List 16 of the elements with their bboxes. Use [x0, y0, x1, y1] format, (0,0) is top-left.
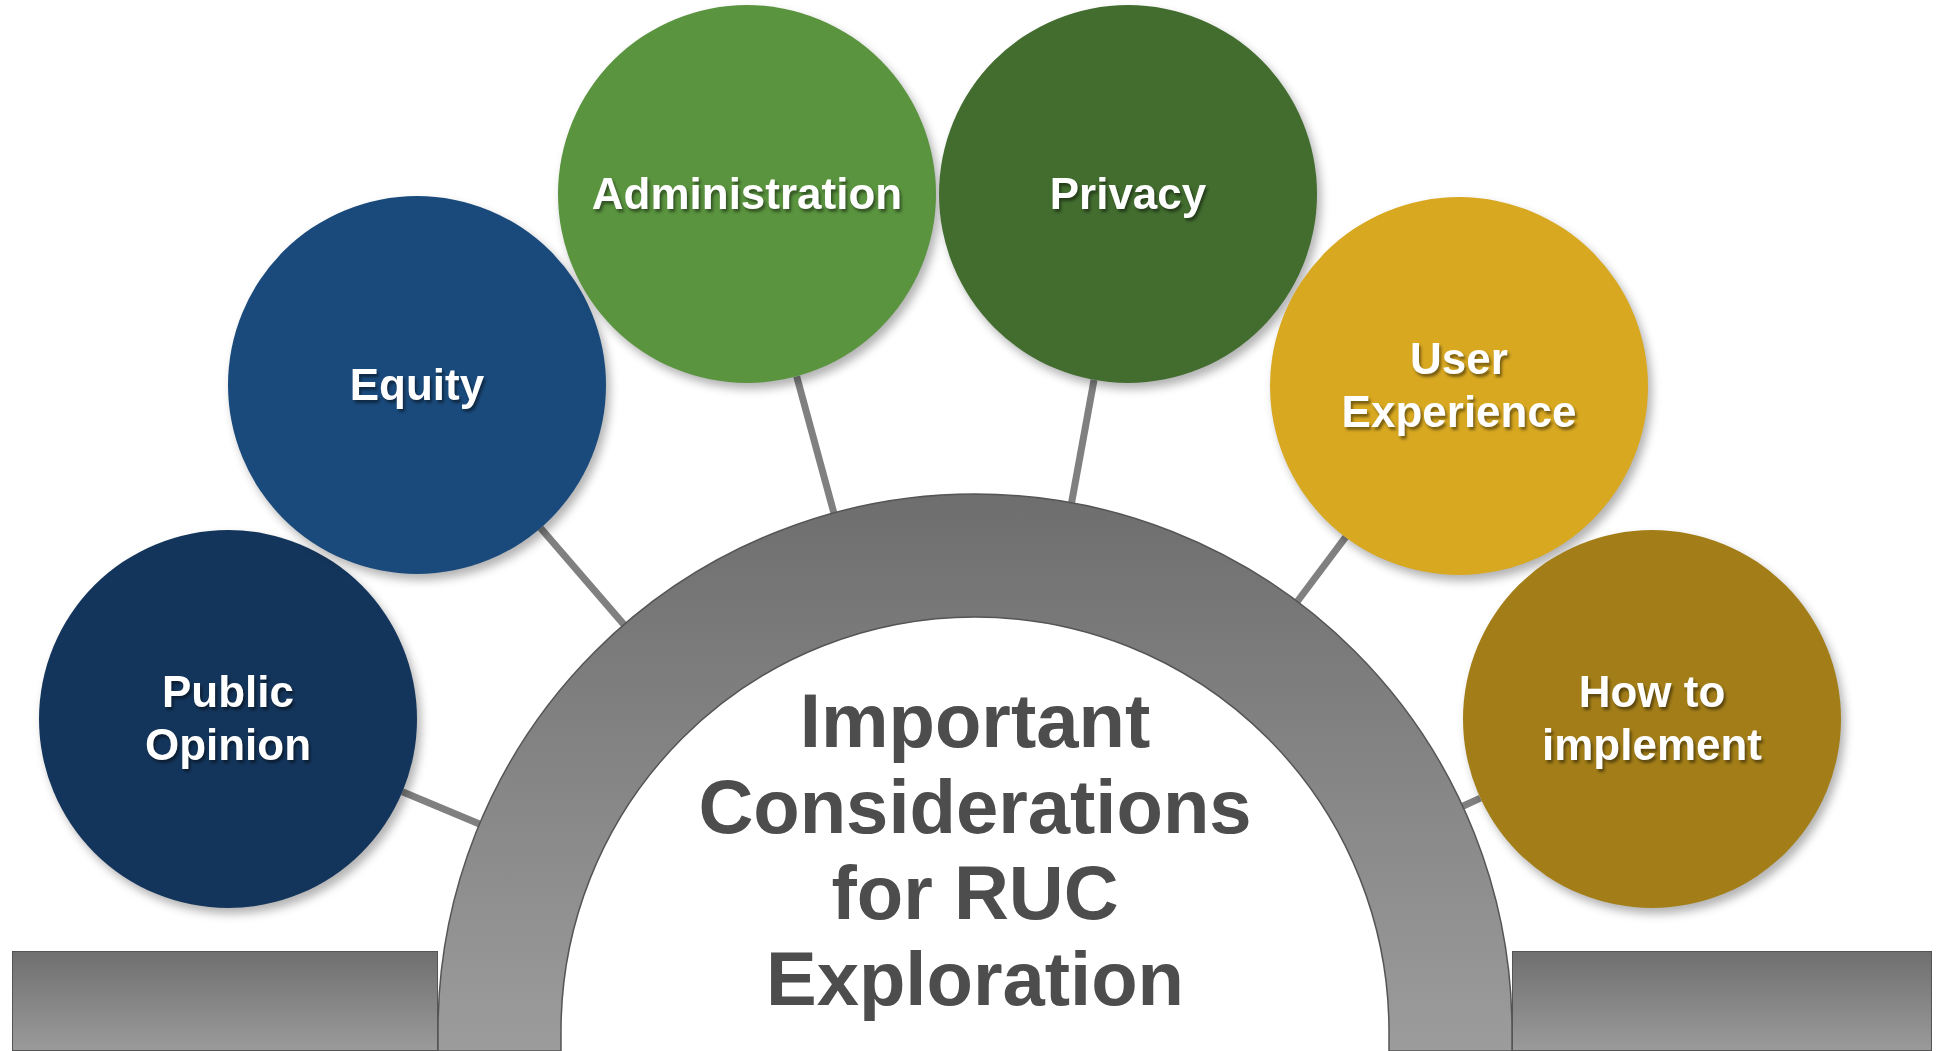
connector-line [1068, 379, 1098, 504]
base-bar [1512, 951, 1932, 1051]
topic-label: Privacy [1048, 167, 1208, 220]
title-text: Important Considerations for RUC Exploration [697, 678, 1253, 1022]
connector-line [1461, 794, 1482, 810]
connector-line [537, 525, 627, 627]
topic-label: Public Opinion [143, 666, 313, 771]
topic-label: Equity [348, 358, 486, 411]
base-bar [12, 951, 438, 1051]
topic-label: User Experience [1340, 333, 1578, 438]
arch-shape [438, 494, 1512, 1051]
connector-line [401, 788, 481, 828]
topic-label: Administration [590, 167, 904, 220]
connector-line [1294, 535, 1349, 604]
topic-label: How to implement [1540, 666, 1763, 771]
connector-line [793, 375, 838, 514]
